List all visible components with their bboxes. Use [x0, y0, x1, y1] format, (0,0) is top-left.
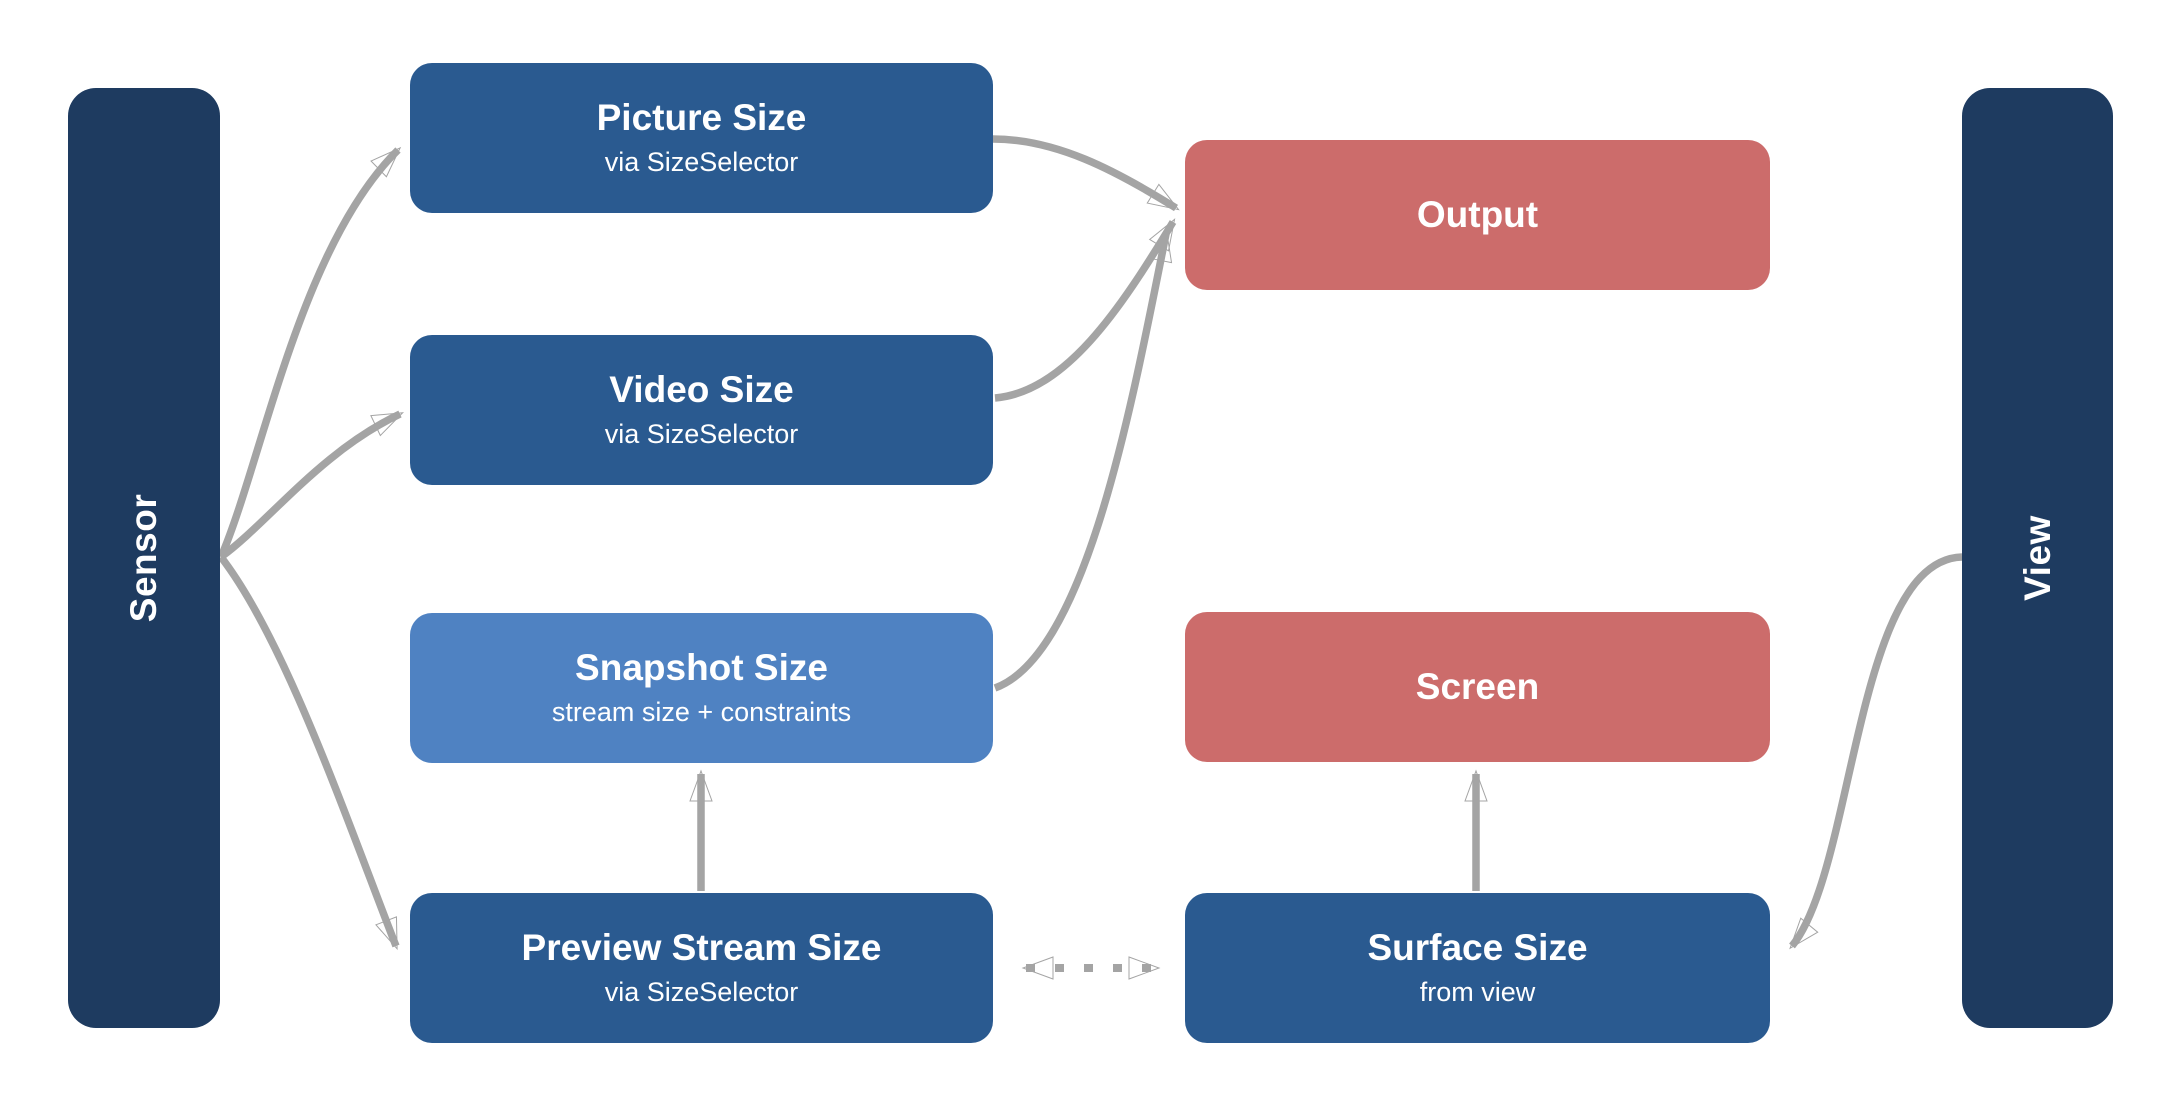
node-screen-title: Screen: [1415, 665, 1540, 707]
node-preview-stream-size: Preview Stream Size via SizeSelector: [410, 893, 993, 1043]
node-picture-size-subtitle: via SizeSelector: [604, 146, 799, 177]
node-screen: Screen: [1185, 612, 1770, 762]
node-snapshot-size-subtitle: stream size + constraints: [551, 696, 852, 727]
edge-sensor-to-preview-stream-size: [218, 554, 400, 951]
view-bar: View: [1962, 88, 2113, 1028]
edge-sensor-to-video-size: [218, 410, 405, 561]
node-output: Output: [1185, 140, 1770, 290]
node-preview-stream-size-title: Preview Stream Size: [521, 927, 882, 969]
sensor-bar: Sensor: [68, 88, 220, 1028]
edge-picture-size-to-output: [992, 135, 1180, 212]
node-snapshot-size: Snapshot Size stream size + constraints: [410, 613, 993, 763]
edge-snapshot-size-to-output: [993, 229, 1173, 692]
node-surface-size-subtitle: from view: [1419, 976, 1536, 1007]
node-picture-size-title: Picture Size: [596, 97, 807, 139]
node-video-size-subtitle: via SizeSelector: [604, 418, 799, 449]
edge-video-size-to-output: [994, 218, 1177, 402]
node-output-title: Output: [1416, 193, 1539, 235]
node-preview-stream-size-subtitle: via SizeSelector: [604, 976, 799, 1007]
node-video-size-title: Video Size: [609, 369, 794, 411]
node-surface-size: Surface Size from view: [1185, 893, 1770, 1043]
node-video-size: Video Size via SizeSelector: [410, 335, 993, 485]
sensor-bar-label: Sensor: [123, 493, 164, 623]
node-snapshot-size-title: Snapshot Size: [575, 647, 828, 689]
node-surface-size-title: Surface Size: [1367, 927, 1588, 969]
view-bar-label: View: [2016, 515, 2058, 601]
node-picture-size: Picture Size via SizeSelector: [410, 63, 993, 213]
edge-view-to-surface-size: [1789, 553, 1963, 950]
edge-sensor-to-picture-size: [217, 146, 402, 559]
